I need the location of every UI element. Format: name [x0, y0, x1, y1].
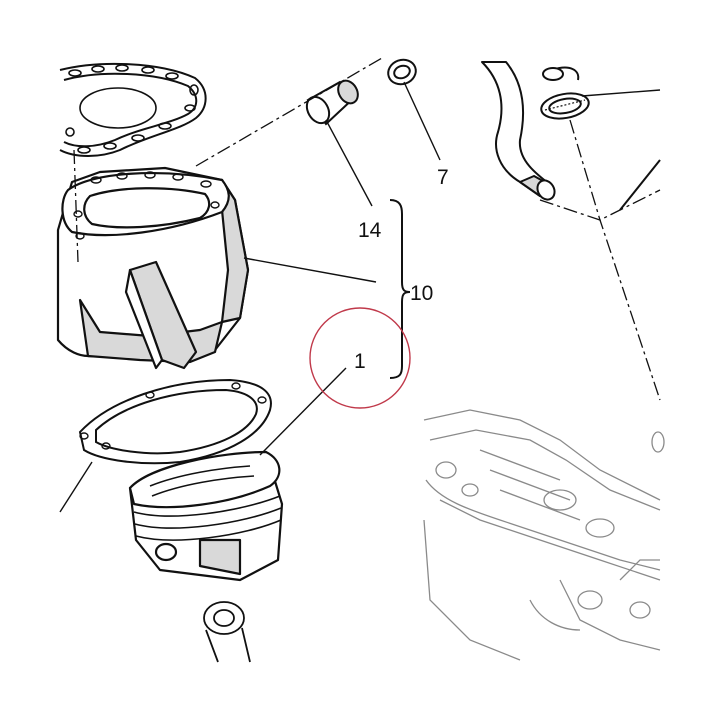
assembly-axis-lines — [73, 57, 661, 401]
hose-right-edge — [619, 159, 661, 211]
cylinder-block — [56, 166, 250, 370]
water-fitting — [305, 79, 359, 126]
callout-10: 10 — [410, 282, 433, 305]
base-gasket — [78, 378, 272, 465]
highlight-circle — [309, 307, 411, 409]
coolant-hose — [481, 61, 580, 201]
piston — [128, 450, 284, 582]
leader-lines — [59, 81, 661, 513]
o-ring — [387, 58, 417, 86]
callout-1: 1 — [354, 350, 366, 373]
callout-14: 14 — [358, 219, 382, 242]
callout-bracket — [389, 199, 411, 379]
crankcase-outline — [423, 409, 665, 661]
connecting-rod — [203, 601, 251, 663]
callout-7: 7 — [437, 166, 449, 189]
hose-clamp — [540, 92, 590, 120]
head-gasket — [59, 62, 207, 157]
